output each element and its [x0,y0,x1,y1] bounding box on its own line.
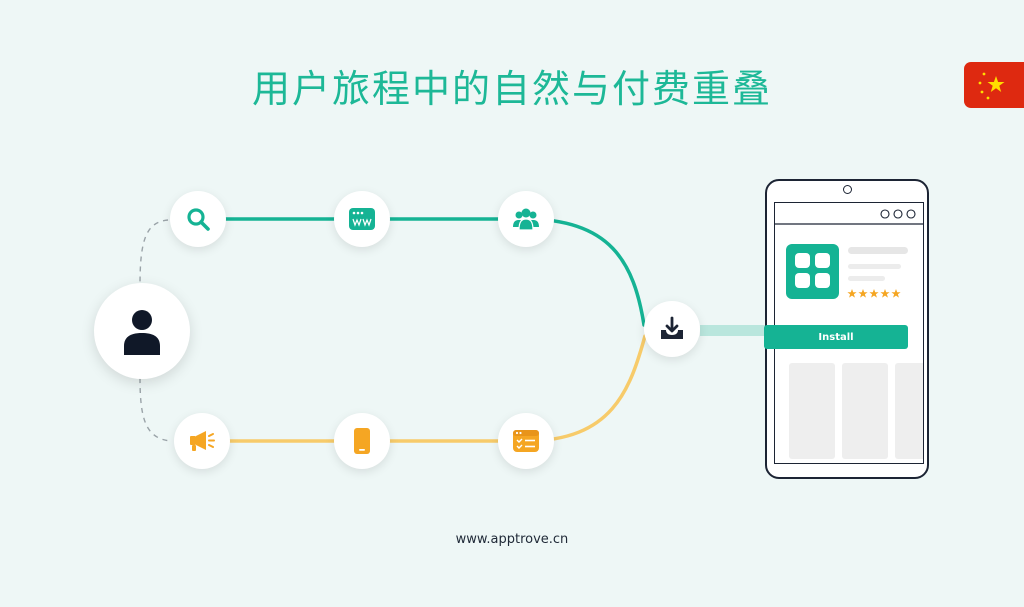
app-icon [786,244,839,299]
rating-stars [847,289,901,298]
search-node [170,191,226,247]
star-icon [858,289,868,298]
mobile-node [334,413,390,469]
download-node [644,301,700,357]
camera-icon [843,185,852,194]
community-node [498,191,554,247]
paid-connector-dashed [139,377,171,442]
star-icon [891,289,901,298]
footer-url[interactable]: www.apptrove.cn [455,532,569,547]
star-icon [880,289,890,298]
community-icon [513,208,539,231]
megaphone-icon [190,431,215,451]
user-node [94,283,190,379]
star-icon [847,289,857,298]
app-store-page [775,209,923,459]
user-icon [124,310,160,355]
china-flag-icon[interactable] [964,62,1024,108]
window-dot-icon [906,209,916,219]
window-dot-icon [880,209,890,219]
ad-node [174,413,230,469]
screenshot-placeholder [842,363,888,459]
checklist-icon [513,430,539,452]
app-meta-placeholder [848,264,901,269]
organic-path [196,217,646,327]
screenshot-placeholder [895,363,923,459]
star-icon [869,289,879,298]
page-title: 用户旅程中的自然与付费重叠 [251,67,772,111]
app-name-placeholder [848,247,908,254]
app-meta-placeholder [848,276,885,281]
paid-path [201,334,647,443]
mobile-icon [354,428,370,454]
window-dot-icon [893,209,903,219]
install-connector [700,325,766,336]
search-icon [187,208,210,231]
install-button[interactable]: Install [764,325,908,349]
web-browser-icon [349,208,375,230]
checklist-node [498,413,554,469]
screenshot-placeholder [789,363,835,459]
download-icon [661,316,683,339]
website-node [334,191,390,247]
organic-connector-dashed [139,219,169,286]
